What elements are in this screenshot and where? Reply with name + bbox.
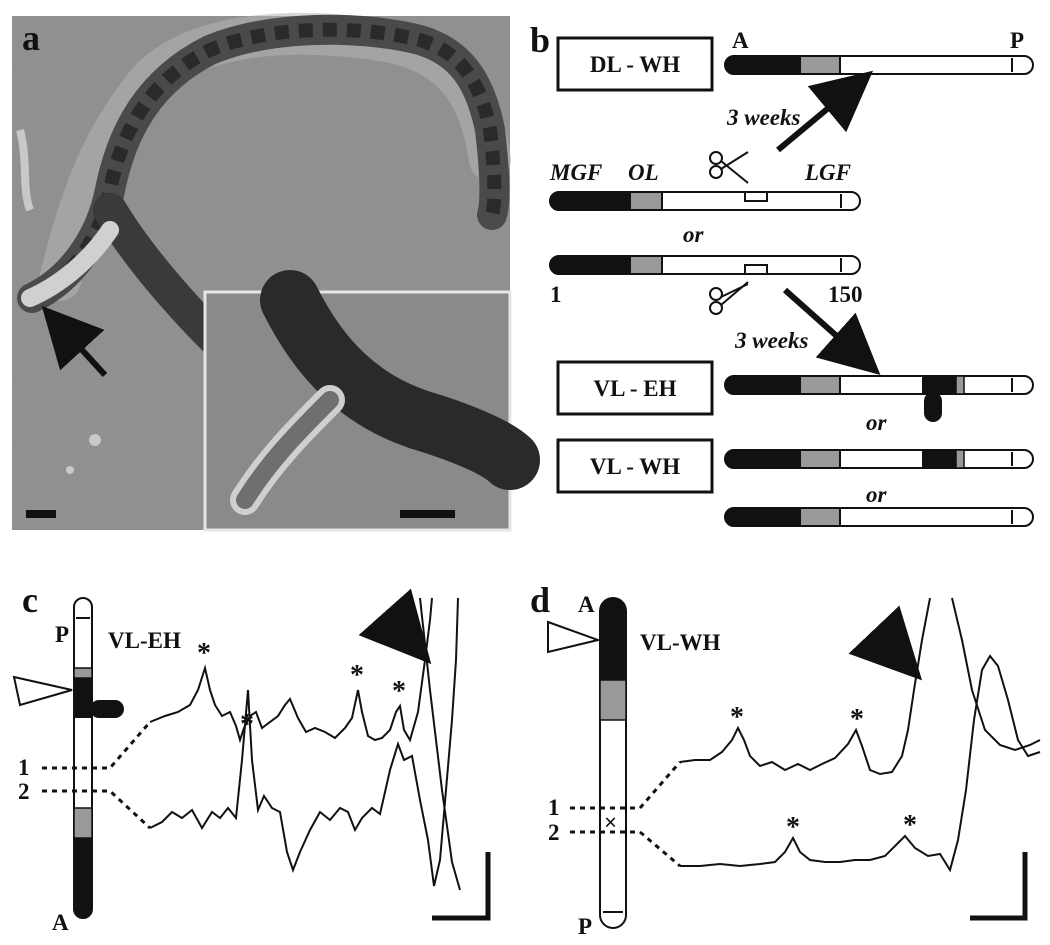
time-label-lower: 3 weeks bbox=[734, 328, 809, 353]
panel-a-label: a bbox=[22, 18, 40, 58]
peak-asterisk: * bbox=[392, 676, 406, 707]
recording-trace-overlap bbox=[951, 597, 1041, 752]
inset-scale-bar bbox=[400, 510, 455, 518]
vertical-worm-schematic bbox=[599, 597, 627, 929]
head-arrow bbox=[41, 305, 108, 378]
scale-bar bbox=[26, 510, 56, 518]
segment-start-label: 1 bbox=[550, 282, 562, 307]
panel-d: d A P VL-WH × 1 2 * * * * bbox=[530, 580, 1041, 939]
worm-schematic-no-regeneration bbox=[724, 507, 1034, 527]
trace-number-2: 2 bbox=[18, 779, 30, 804]
vl-eh-box bbox=[556, 360, 714, 416]
vl-wh-box bbox=[556, 438, 714, 494]
region-mgf-label: MGF bbox=[549, 160, 602, 185]
recording-trace-2 bbox=[680, 654, 1041, 873]
scale-bar-d bbox=[970, 852, 1028, 921]
worm-schematic-ventral-cut bbox=[549, 255, 861, 275]
panel-c: c P A VL-EH 1 2 * * * * bbox=[12, 580, 491, 935]
or-text-3: or bbox=[866, 482, 888, 507]
spike-arrow bbox=[358, 588, 432, 665]
recording-trace-2 bbox=[149, 597, 459, 887]
or-text-1: or bbox=[683, 222, 705, 247]
peak-asterisk: * bbox=[350, 660, 364, 691]
vl-eh-label: VL - EH bbox=[593, 376, 676, 401]
cut-marker-triangle bbox=[12, 675, 73, 707]
top-end-label: P bbox=[55, 622, 69, 647]
bottom-end-label: P bbox=[578, 914, 592, 939]
cut-marker-triangle bbox=[547, 620, 602, 654]
peak-asterisk: * bbox=[730, 702, 744, 733]
worm-schematic-vl-wh bbox=[724, 449, 1034, 469]
arrow-to-ventral bbox=[783, 287, 881, 375]
panel-b-label: b bbox=[530, 20, 550, 60]
region-lgf-label: LGF bbox=[804, 160, 851, 185]
scissors-icon bbox=[709, 151, 749, 184]
segment-end-label: 150 bbox=[828, 282, 863, 307]
top-end-label: A bbox=[578, 592, 595, 617]
trace-connector-2 bbox=[42, 789, 152, 830]
scale-bar-c bbox=[432, 852, 491, 921]
worm-schematic-dl-wh bbox=[724, 55, 1034, 75]
trace-connector-2 bbox=[570, 830, 681, 868]
trace-number-1: 1 bbox=[548, 795, 560, 820]
panel-d-label: d bbox=[530, 580, 550, 620]
scissors-icon bbox=[709, 281, 749, 315]
dl-wh-label: DL - WH bbox=[590, 52, 680, 77]
dl-wh-box bbox=[556, 36, 714, 92]
recording-trace-1 bbox=[679, 597, 931, 776]
vl-wh-label: VL - WH bbox=[590, 454, 680, 479]
bottom-end-label: A bbox=[52, 910, 69, 935]
panel-a: a bbox=[12, 12, 540, 532]
region-ol-label: OL bbox=[628, 160, 659, 185]
panel-d-title: VL-WH bbox=[640, 630, 721, 655]
panel-c-label: c bbox=[22, 580, 38, 620]
recording-trace-overlap bbox=[419, 597, 461, 891]
ectopic-head bbox=[21, 221, 119, 307]
trace-connector-1 bbox=[42, 721, 152, 770]
worm-schematic-dorsal-cut bbox=[549, 191, 861, 211]
worm-schematic-vl-eh bbox=[724, 375, 1034, 422]
posterior-end-label: P bbox=[1010, 28, 1024, 53]
peak-asterisk: * bbox=[903, 810, 917, 841]
trace-connector-1 bbox=[570, 761, 682, 810]
recording-trace-1 bbox=[149, 597, 433, 744]
or-text-2: or bbox=[866, 410, 888, 435]
peak-asterisk: * bbox=[240, 709, 254, 740]
peak-asterisk: * bbox=[786, 812, 800, 843]
trace-number-2: 2 bbox=[548, 820, 560, 845]
arrow-to-dl-wh bbox=[776, 70, 874, 153]
debris bbox=[89, 434, 101, 446]
inset-trunk bbox=[260, 270, 540, 490]
panel-b: b DL - WH A P 3 weeks MGF OL LGF bbox=[530, 20, 1034, 527]
peak-asterisk: * bbox=[850, 704, 864, 735]
panel-c-title: VL-EH bbox=[108, 628, 181, 653]
vertical-worm-schematic bbox=[73, 597, 124, 919]
cross-marker: × bbox=[604, 810, 617, 835]
time-label-upper: 3 weeks bbox=[726, 105, 801, 130]
debris bbox=[16, 128, 34, 212]
peak-asterisk: * bbox=[197, 638, 211, 669]
spike-arrow bbox=[848, 605, 923, 681]
anterior-end-label: A bbox=[732, 28, 749, 53]
trace-number-1: 1 bbox=[18, 755, 30, 780]
